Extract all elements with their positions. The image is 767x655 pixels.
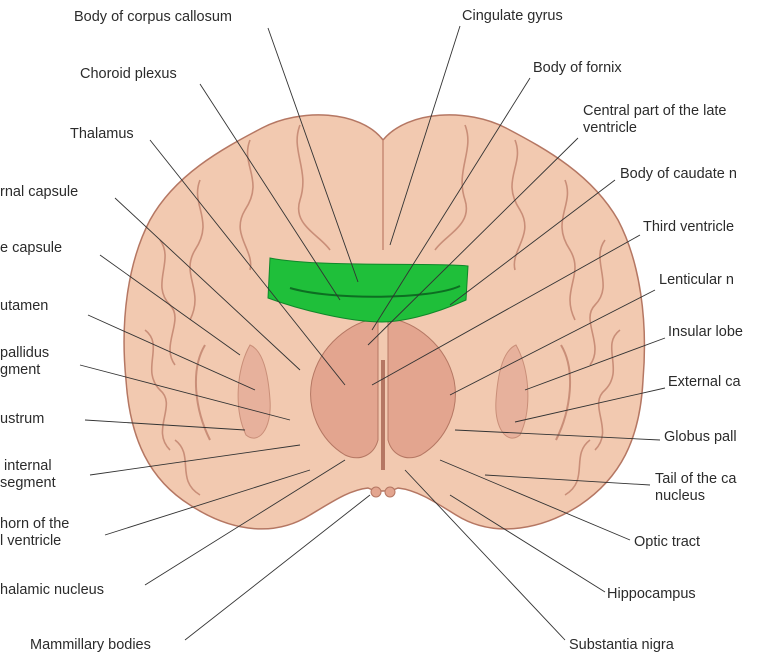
label-mammillary-bodies: Mammillary bodies [30, 637, 151, 654]
label-globus-pallidus-segment: pallidus gment [0, 345, 49, 379]
label-hippocampus: Hippocampus [607, 586, 696, 603]
third-ventricle-shape [381, 360, 385, 470]
label-choroid-plexus: Choroid plexus [80, 66, 177, 83]
label-claustrum: ustrum [0, 411, 44, 428]
label-extreme-capsule: e capsule [0, 240, 62, 257]
label-insular-lobe: Insular lobe [668, 324, 767, 341]
label-substantia-nigra: Substantia nigra [569, 637, 674, 654]
label-body-of-caudate: Body of caudate n [620, 166, 767, 183]
label-thalamic-nucleus: halamic nucleus [0, 582, 104, 599]
label-central-part-lateral-ventricle: Central part of the late ventricle [583, 103, 767, 137]
label-optic-tract: Optic tract [634, 534, 700, 551]
label-lenticular-nucleus: Lenticular n [659, 272, 767, 289]
label-tail-of-caudate: Tail of the ca nucleus [655, 471, 767, 505]
label-horn-of-lateral-ventricle: horn of the l ventricle [0, 516, 69, 550]
label-cingulate-gyrus: Cingulate gyrus [462, 8, 563, 25]
label-internal-capsule: rnal capsule [0, 184, 78, 201]
label-thalamus: Thalamus [70, 126, 134, 143]
label-body-of-fornix: Body of fornix [533, 60, 622, 77]
label-body-of-corpus-callosum: Body of corpus callosum [74, 9, 232, 26]
label-globus-pallidus: Globus pall [664, 429, 767, 446]
label-third-ventricle: Third ventricle [643, 219, 767, 236]
label-external-capsule: External ca [668, 374, 767, 391]
label-putamen: utamen [0, 298, 48, 315]
label-internal-segment: internal segment [0, 458, 56, 492]
